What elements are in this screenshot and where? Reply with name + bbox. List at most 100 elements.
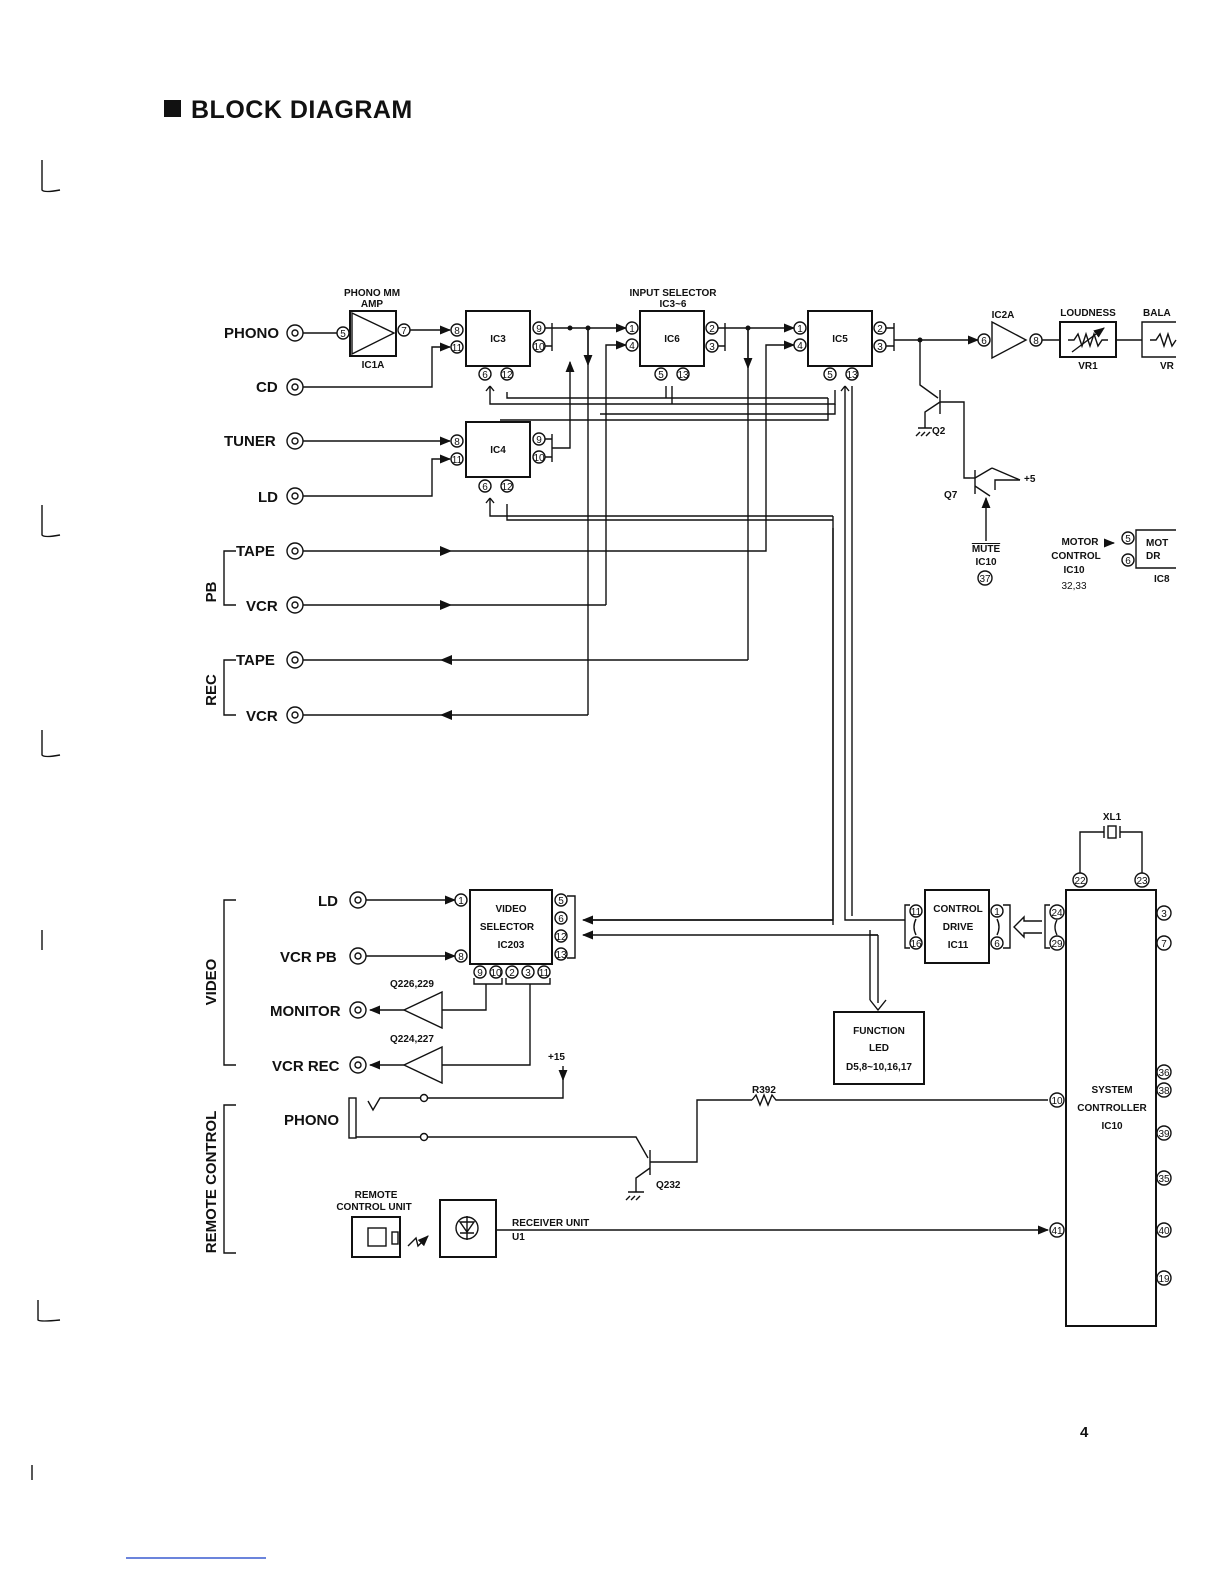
pin-vs-in2: 8 [458, 952, 464, 963]
pin-sc-r7: 40 [1158, 1226, 1170, 1237]
pin-ic3-out2: 10 [533, 342, 545, 353]
pin-sc-l1: 24 [1051, 908, 1063, 919]
pin-sc-l2: 29 [1051, 939, 1063, 950]
plus15-label: +15 [548, 1052, 565, 1063]
ic1a-label: IC1A [362, 360, 385, 371]
video-monitor-label: MONITOR [270, 1003, 341, 1020]
vr-label: VR [1160, 361, 1175, 372]
label-rec-vcr: VCR [246, 708, 278, 725]
pin-ic5-in2: 4 [797, 341, 803, 352]
pin-ic5-out2: 3 [877, 342, 883, 353]
pin-sc-t2: 23 [1136, 876, 1148, 887]
pin-ic4-out2: 10 [533, 453, 545, 464]
input-selector-ic-label: IC3~6 [660, 299, 687, 310]
pin-ic6-c1: 5 [658, 370, 664, 381]
mute-pin: 37 [979, 574, 991, 585]
pin-vs-r3: 12 [555, 932, 567, 943]
pin-sc-r8: 19 [1158, 1274, 1170, 1285]
function-led-label-1: FUNCTION [853, 1026, 905, 1037]
pin-ic6-c2: 13 [677, 370, 689, 381]
function-led-label-2: LED [869, 1043, 889, 1054]
q2-label: Q2 [932, 426, 946, 437]
remote-group-label: REMOTE CONTROL [203, 1111, 220, 1254]
page-title-text: BLOCK DIAGRAM [191, 96, 413, 124]
pin-ic5-c1: 5 [827, 370, 833, 381]
motor-label-1: MOTOR [1061, 537, 1099, 548]
motor-control: MOTOR CONTROL IC10 32,33 5 6 MOT DR IC8 [1051, 529, 1176, 592]
system-controller-label-2: CONTROLLER [1077, 1103, 1147, 1114]
pin-sc-r1: 3 [1161, 909, 1167, 920]
mute-ic-label: IC10 [975, 557, 997, 568]
pin-vs-r2: 6 [558, 914, 564, 925]
motor-label-2: CONTROL [1051, 551, 1100, 562]
label-rec-group: REC [203, 674, 220, 706]
label-rec-tape: TAPE [236, 652, 275, 669]
pin-ic2a-in: 6 [981, 336, 987, 347]
vr1-label: VR1 [1078, 361, 1098, 372]
pin-ic1a-out: 7 [401, 326, 407, 337]
pin-ic6-in1: 1 [629, 324, 635, 335]
pin-ic4-c1: 6 [482, 482, 488, 493]
title-square-icon [164, 100, 181, 117]
ic4-label: IC4 [490, 445, 506, 456]
ic3-block: IC3 8 11 9 10 6 12 [303, 310, 546, 388]
function-led-label-3: D5,8~10,16,17 [846, 1062, 912, 1073]
control-bus [485, 385, 905, 925]
label-cd: CD [256, 379, 278, 396]
page-number: 4 [1080, 1424, 1089, 1441]
pin-cd-r1: 1 [994, 907, 1000, 918]
r392-label: R392 [752, 1085, 776, 1096]
label-phono: PHONO [224, 325, 279, 342]
ic4-block: IC4 8 11 9 10 6 12 [303, 404, 571, 497]
ic6-label: IC6 [664, 334, 680, 345]
control-drive-label-2: DRIVE [943, 922, 974, 933]
phono-amp-label-2: AMP [361, 299, 384, 310]
pin-sc-r4: 38 [1158, 1086, 1170, 1097]
pin-ic3-c2: 12 [501, 370, 513, 381]
tone-section: IC2A 6 8 LOUDNESS VR1 BALA VR [977, 308, 1177, 372]
pin-ic1a-in: 5 [340, 329, 346, 340]
ic3-label: IC3 [490, 334, 506, 345]
pin-ic4-in1: 8 [454, 437, 460, 448]
input-jacks: PHONO CD TUNER LD TAPE VCR TAPE VCR PB R… [203, 324, 304, 725]
pin-sc-r3: 36 [1158, 1068, 1170, 1079]
pin-vs-b4: 3 [525, 968, 531, 979]
pin-ic4-in2: 11 [452, 455, 463, 466]
q226-label: Q226,229 [390, 979, 434, 990]
remote-unit-label-2: CONTROL UNIT [336, 1202, 411, 1213]
motor-pins-label: 32,33 [1061, 581, 1086, 592]
pin-vs-b3: 2 [509, 968, 515, 979]
q7-label: Q7 [944, 490, 958, 501]
pin-ic3-c1: 6 [482, 370, 488, 381]
pin-ic4-out1: 9 [536, 435, 542, 446]
video-vcr-rec-label: VCR REC [272, 1058, 340, 1075]
label-pb-group: PB [203, 581, 220, 602]
pin-ic6-in2: 4 [629, 341, 635, 352]
video-selector-label-2: SELECTOR [480, 922, 535, 933]
u1-label: U1 [512, 1232, 525, 1243]
pin-vs-in1: 1 [458, 896, 464, 907]
pin-ic2a-out: 8 [1033, 336, 1039, 347]
balance-label: BALA [1143, 308, 1171, 319]
pin-ic5-out1: 2 [877, 324, 883, 335]
pin-cd-r2: 6 [994, 939, 1000, 950]
motor-dr-label-2: DR [1146, 551, 1161, 562]
ic203-label: IC203 [498, 940, 525, 951]
ic6-block: INPUT SELECTOR IC3~6 IC6 1 4 2 3 5 13 [303, 288, 719, 716]
direction-arrows [440, 546, 452, 720]
pin-cd-l2: 16 [910, 939, 922, 950]
pin-sc-t1: 22 [1074, 876, 1086, 887]
receiver-unit-label: RECEIVER UNIT [512, 1218, 589, 1229]
video-ld-label: LD [318, 893, 338, 910]
pin-cd-l1: 11 [911, 907, 922, 918]
remote-unit-label-1: REMOTE [355, 1190, 398, 1201]
motor-ic-label: IC10 [1063, 565, 1085, 576]
pin-motor-1: 5 [1125, 534, 1131, 545]
label-ld: LD [258, 489, 278, 506]
control-drive: CONTROL DRIVE IC11 11 16 1 6 [904, 889, 1042, 964]
phono-mm-amp: PHONO MM AMP IC1A 5 7 [303, 288, 452, 371]
pin-ic4-c2: 12 [501, 482, 513, 493]
pin-ic5-in1: 1 [797, 324, 803, 335]
pin-vs-b1: 9 [477, 968, 483, 979]
